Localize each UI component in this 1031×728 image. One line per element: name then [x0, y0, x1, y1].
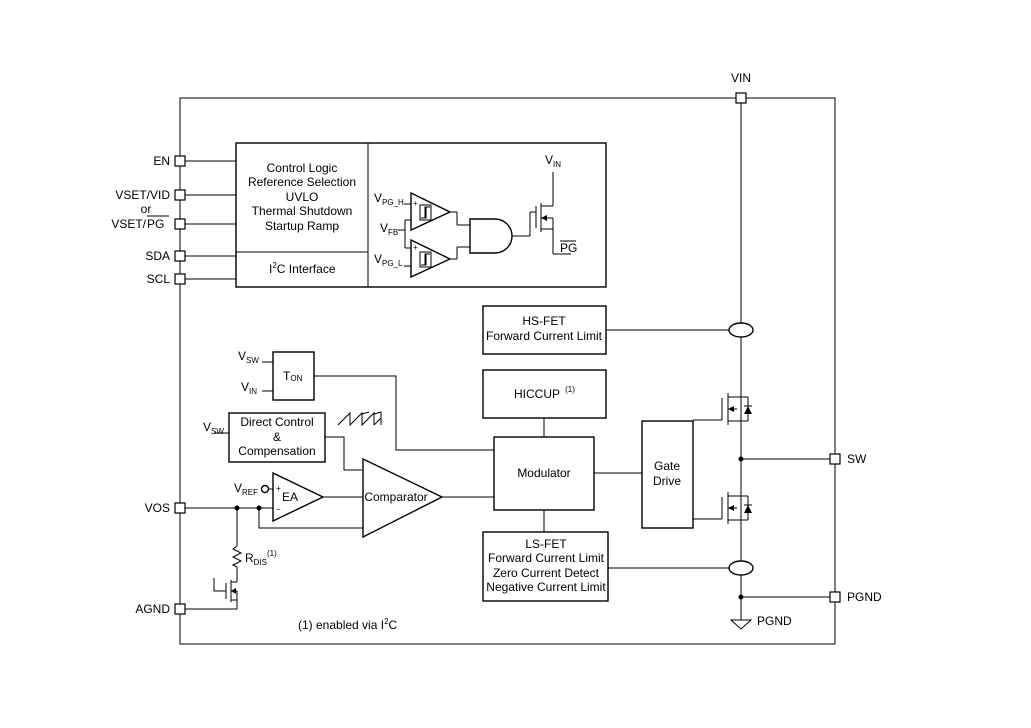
- svg-text:Comparator: Comparator: [364, 490, 427, 504]
- sw-pin: [829, 453, 841, 465]
- svg-text:UVLO: UVLO: [286, 190, 319, 204]
- vref-label: VREF: [234, 481, 258, 497]
- en-label: EN: [153, 154, 170, 168]
- scl-label: SCL: [147, 272, 171, 286]
- svg-text:Control Logic: Control Logic: [267, 161, 338, 175]
- or-label: or: [141, 202, 152, 216]
- svg-text:Reference Selection: Reference Selection: [248, 175, 356, 189]
- svg-text:Thermal Shutdown: Thermal Shutdown: [252, 204, 353, 218]
- vos-label: VOS: [145, 501, 170, 515]
- agnd-label: AGND: [135, 602, 170, 616]
- pgnd-junction: [738, 594, 744, 600]
- vset-vid-label: VSET/VID: [115, 188, 170, 202]
- hs-mosfet: [693, 393, 752, 425]
- svg-text:Forward Current Limit: Forward Current Limit: [488, 551, 605, 565]
- svg-text:+: +: [276, 484, 281, 493]
- svg-text:Compensation: Compensation: [238, 444, 315, 458]
- footnote: (1) enabled via I2C: [298, 617, 398, 632]
- vin-pin: [735, 92, 747, 104]
- pgnd-ground-label: PGND: [757, 614, 792, 628]
- svg-text:Drive: Drive: [653, 474, 681, 488]
- sda-pin: [174, 250, 186, 262]
- rdis-resistor: [231, 545, 243, 568]
- discharge-mosfet: [185, 578, 238, 610]
- comparator: [362, 457, 444, 539]
- hs-current-sense: [728, 322, 754, 338]
- pgnd-label: PGND: [847, 590, 882, 604]
- vref-node: [260, 484, 270, 494]
- pg-output-label: PG: [560, 241, 577, 255]
- ls-current-sense: [728, 560, 754, 576]
- agnd-pin: [174, 603, 186, 615]
- svg-text:Forward Current Limit: Forward Current Limit: [486, 329, 603, 343]
- gate-drive-block: [641, 420, 694, 529]
- rdis-label: RDIS(1): [245, 549, 277, 567]
- vset-pg-pin: [174, 218, 186, 230]
- vset-pg-label-prefix: VSET/: [111, 217, 146, 231]
- pgnd-pin: [829, 591, 841, 603]
- sw-junction: [738, 456, 744, 462]
- sda-label: SDA: [145, 249, 170, 263]
- vset-pg-label-suffix: PG: [147, 217, 164, 231]
- vsw-dc-label: VSW: [203, 420, 224, 436]
- control-logic-text: Control Logic Reference Selection UVLO T…: [248, 161, 356, 233]
- vpg-l-label: VPG_L: [374, 252, 403, 268]
- vsw-ton-label: VSW: [238, 349, 259, 365]
- ls-mosfet: [693, 492, 752, 524]
- ramp-waveform: [337, 411, 375, 427]
- hiccup-label: HICCUP: [514, 387, 560, 401]
- svg-text:Negative Current Limit: Negative Current Limit: [486, 580, 606, 594]
- vfb-label: VFB: [380, 221, 398, 237]
- svg-text:Direct Control: Direct Control: [240, 415, 313, 429]
- vpg-h-label: VPG_H: [374, 191, 404, 207]
- svg-text:+: +: [413, 199, 418, 208]
- vset-vid-pin: [174, 189, 186, 201]
- svg-text:Zero Current Detect: Zero Current Detect: [493, 566, 600, 580]
- scl-pin: [174, 273, 186, 285]
- vos-pin: [174, 502, 186, 514]
- modulator-block: [493, 436, 595, 511]
- svg-text:Gate: Gate: [654, 459, 680, 473]
- vin-label: VIN: [731, 71, 751, 85]
- ic-boundary: [179, 97, 836, 645]
- sw-label: SW: [847, 452, 867, 466]
- svg-text:EA: EA: [282, 490, 298, 504]
- ton-label: TON: [283, 369, 303, 383]
- svg-text:+: +: [413, 243, 418, 252]
- vin-ton-label: VIN: [241, 380, 257, 396]
- ground-icon: [729, 619, 753, 630]
- left-pins: [174, 155, 186, 615]
- pg-comparators: + +: [398, 172, 571, 279]
- i2c-interface-label: I2C Interface: [269, 261, 336, 276]
- error-amplifier: [272, 471, 325, 523]
- svg-text:HS-FET: HS-FET: [522, 314, 566, 328]
- vin-pg-label: VIN: [545, 153, 561, 169]
- hs-fet-block: [482, 305, 607, 355]
- svg-text:LS-FET: LS-FET: [525, 537, 567, 551]
- svg-text:Modulator: Modulator: [517, 466, 570, 480]
- svg-text:&: &: [273, 430, 281, 444]
- svg-text:Startup Ramp: Startup Ramp: [265, 219, 339, 233]
- ls-fet-block: [482, 531, 609, 602]
- en-pin: [174, 155, 186, 167]
- hiccup-note: (1): [565, 385, 575, 394]
- svg-text:−: −: [276, 505, 281, 514]
